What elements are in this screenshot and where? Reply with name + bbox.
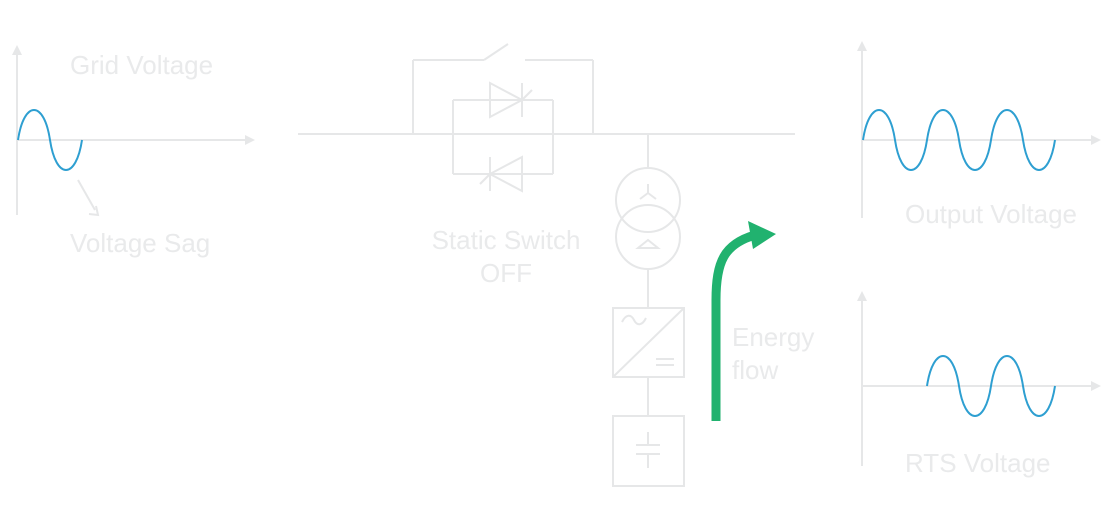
- transformer-icon: [615, 134, 681, 308]
- rts-voltage-waveform: [926, 355, 1056, 417]
- grid-voltage-graph: Grid Voltage Voltage Sag: [12, 45, 255, 258]
- output-voltage-waveform: [862, 109, 1056, 171]
- static-switch-label: Static Switch: [432, 225, 581, 255]
- static-switch: Static Switch OFF: [432, 81, 581, 288]
- static-switch-state: OFF: [480, 258, 532, 288]
- energy-flow-arrow: [711, 221, 776, 421]
- thyristor-icon: [479, 155, 523, 193]
- sag-pointer-line: [77, 179, 96, 211]
- rts-voltage-graph: RTS Voltage: [857, 291, 1101, 478]
- capacitor-icon: [612, 415, 685, 487]
- voltage-sag-label: Voltage Sag: [70, 228, 210, 258]
- energy-flow-label-line2: flow: [732, 355, 778, 385]
- output-voltage-graph: Output Voltage: [857, 41, 1101, 229]
- energy-flow-label: Energy: [732, 322, 814, 352]
- ac-dc-converter-icon: [612, 307, 685, 416]
- bypass-switch-icon: [412, 43, 594, 134]
- rts-voltage-label: RTS Voltage: [905, 448, 1051, 478]
- output-voltage-label: Output Voltage: [905, 199, 1077, 229]
- thyristor-icon: [489, 81, 533, 119]
- grid-voltage-waveform: [17, 109, 83, 171]
- sag-pointer-arrowhead: [88, 205, 100, 217]
- grid-voltage-label: Grid Voltage: [70, 50, 213, 80]
